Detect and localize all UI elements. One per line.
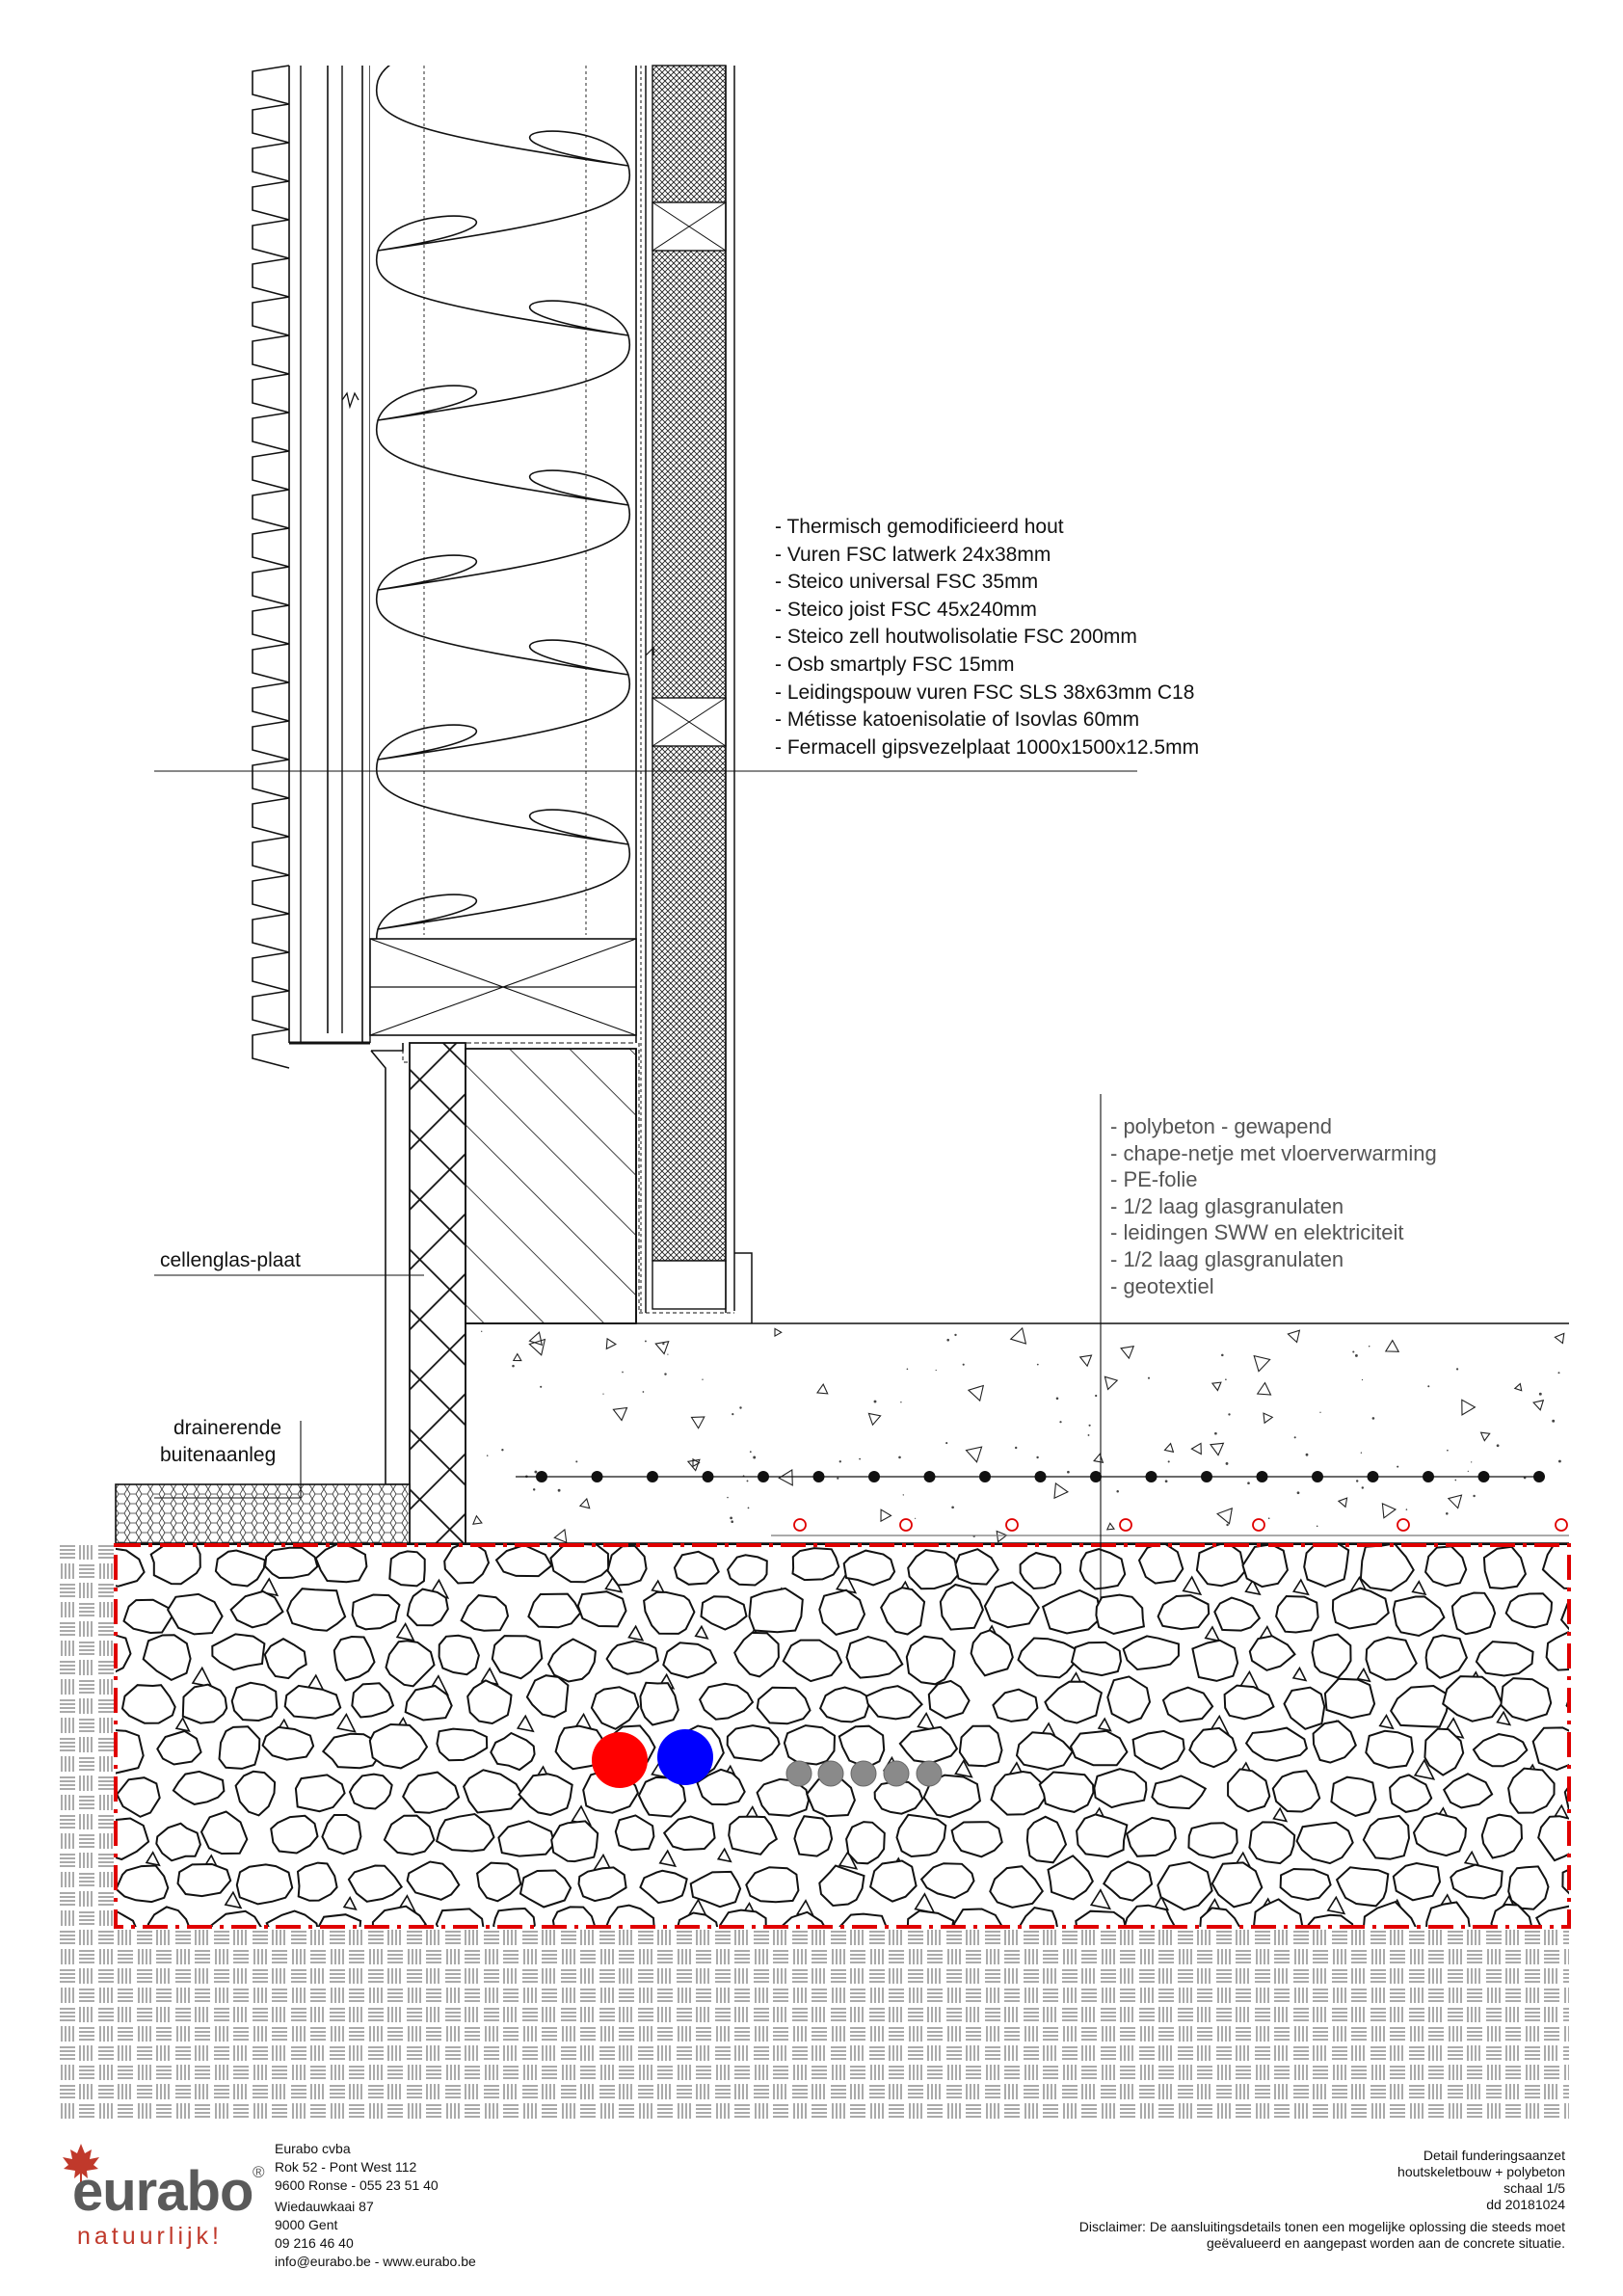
soil-bottom	[58, 1930, 1569, 2119]
address-line: Wiedauwkaai 87	[275, 2199, 374, 2214]
address-line: Rok 52 - Pont West 112	[275, 2159, 417, 2175]
drainage-label-line1: drainerende	[173, 1417, 282, 1439]
company-address-block: Eurabo cvba Rok 52 - Pont West 112 9600 …	[275, 2140, 439, 2195]
company-name: Eurabo cvba	[275, 2141, 351, 2156]
foundation-beam-hatched	[465, 1048, 637, 1324]
exterior-cladding-thermowood	[252, 65, 290, 1069]
drawing-title: Detail funderingsaanzet	[1423, 2148, 1565, 2163]
floor-layer-label: - 1/2 laag glasgranulaten	[1110, 1246, 1344, 1271]
address-line: 9600 Ronse - 055 23 51 40	[275, 2177, 439, 2193]
logo-registered-mark: ®	[253, 2163, 265, 2181]
wall-layer-label: - Steico universal FSC 35mm	[775, 571, 1039, 594]
wall-layer-label: - Métisse katoenisolatie of Isovlas 60mm	[775, 708, 1140, 732]
glass-granulate-bed	[116, 1545, 1569, 1927]
logo-wordmark: eurabo	[72, 2160, 253, 2223]
floor-layer-label: - chape-netje met vloerverwarming	[1110, 1140, 1437, 1165]
company-address-block-gent: Wiedauwkaai 87 9000 Gent 09 216 46 40 in…	[275, 2198, 476, 2271]
drainage-gravel-strip	[115, 1483, 411, 1545]
floor-layer-legend: - polybeton - gewapend - chape-netje met…	[1110, 1113, 1437, 1299]
service-cavity-insulation	[652, 65, 727, 1262]
wall-layer-label: - Fermacell gipsvezelplaat 1000x1500x12.…	[775, 735, 1200, 759]
disclaimer-line: geëvalueerd en aangepast worden aan de c…	[1206, 2235, 1565, 2251]
floor-layer-label: - 1/2 laag glasgranulaten	[1110, 1193, 1344, 1218]
wall-layer-label: - Steico joist FSC 45x240mm	[775, 598, 1037, 621]
foundation-beam	[370, 1042, 637, 1545]
disclaimer: Disclaimer: De aansluitingsdetails tonen…	[1079, 2219, 1565, 2252]
floor-layer-label: - geotextiel	[1110, 1273, 1214, 1298]
wall-layer-label: - Thermisch gemodificieerd hout	[775, 516, 1064, 538]
cellular-glass-label: cellenglas-plaat	[160, 1249, 301, 1271]
title-block: Detail funderingsaanzet houtskeletbouw +…	[1397, 2148, 1565, 2213]
floor-layer-label: - polybeton - gewapend	[1110, 1114, 1332, 1138]
logo-tagline: natuurlijk!	[77, 2223, 223, 2250]
drawing-scale: schaal 1/5	[1503, 2180, 1565, 2196]
wall-layer-label: - Osb smartply FSC 15mm	[775, 653, 1015, 676]
floor-layer-label: - PE-folie	[1110, 1167, 1198, 1192]
address-line: 09 216 46 40	[275, 2235, 354, 2251]
soil-left	[58, 1545, 114, 1927]
drainage-label-line2: buitenaanleg	[160, 1444, 277, 1466]
wall-layer-label: - Steico zell houtwolisolatie FSC 200mm	[775, 626, 1137, 649]
maple-leaf-icon	[63, 2144, 99, 2182]
drawing-date: dd 20181024	[1486, 2197, 1565, 2212]
floor-layer-label: - leidingen SWW en elektriciteit	[1110, 1220, 1404, 1245]
wall-layer-label: - Leidingspouw vuren FSC SLS 38x63mm C18	[775, 681, 1195, 704]
leader-lines	[154, 770, 1137, 1600]
contact-line: info@eurabo.be - www.eurabo.be	[275, 2254, 476, 2269]
drawing-subtitle: houtskeletbouw + polybeton	[1397, 2164, 1565, 2179]
disclaimer-line: Disclaimer: De aansluitingsdetails tonen…	[1078, 2219, 1565, 2234]
cellular-glass-board	[409, 1042, 466, 1545]
wall-layer-label: - Vuren FSC latwerk 24x38mm	[775, 543, 1051, 566]
timber-frame-wall	[252, 65, 753, 1323]
geotextile-boundary	[114, 1543, 1571, 1929]
wood-fibre-insulation-loops	[375, 66, 631, 939]
address-line: 9000 Gent	[275, 2217, 338, 2232]
wall-layer-legend: - Thermisch gemodificieerd hout - Vuren …	[775, 514, 1199, 761]
